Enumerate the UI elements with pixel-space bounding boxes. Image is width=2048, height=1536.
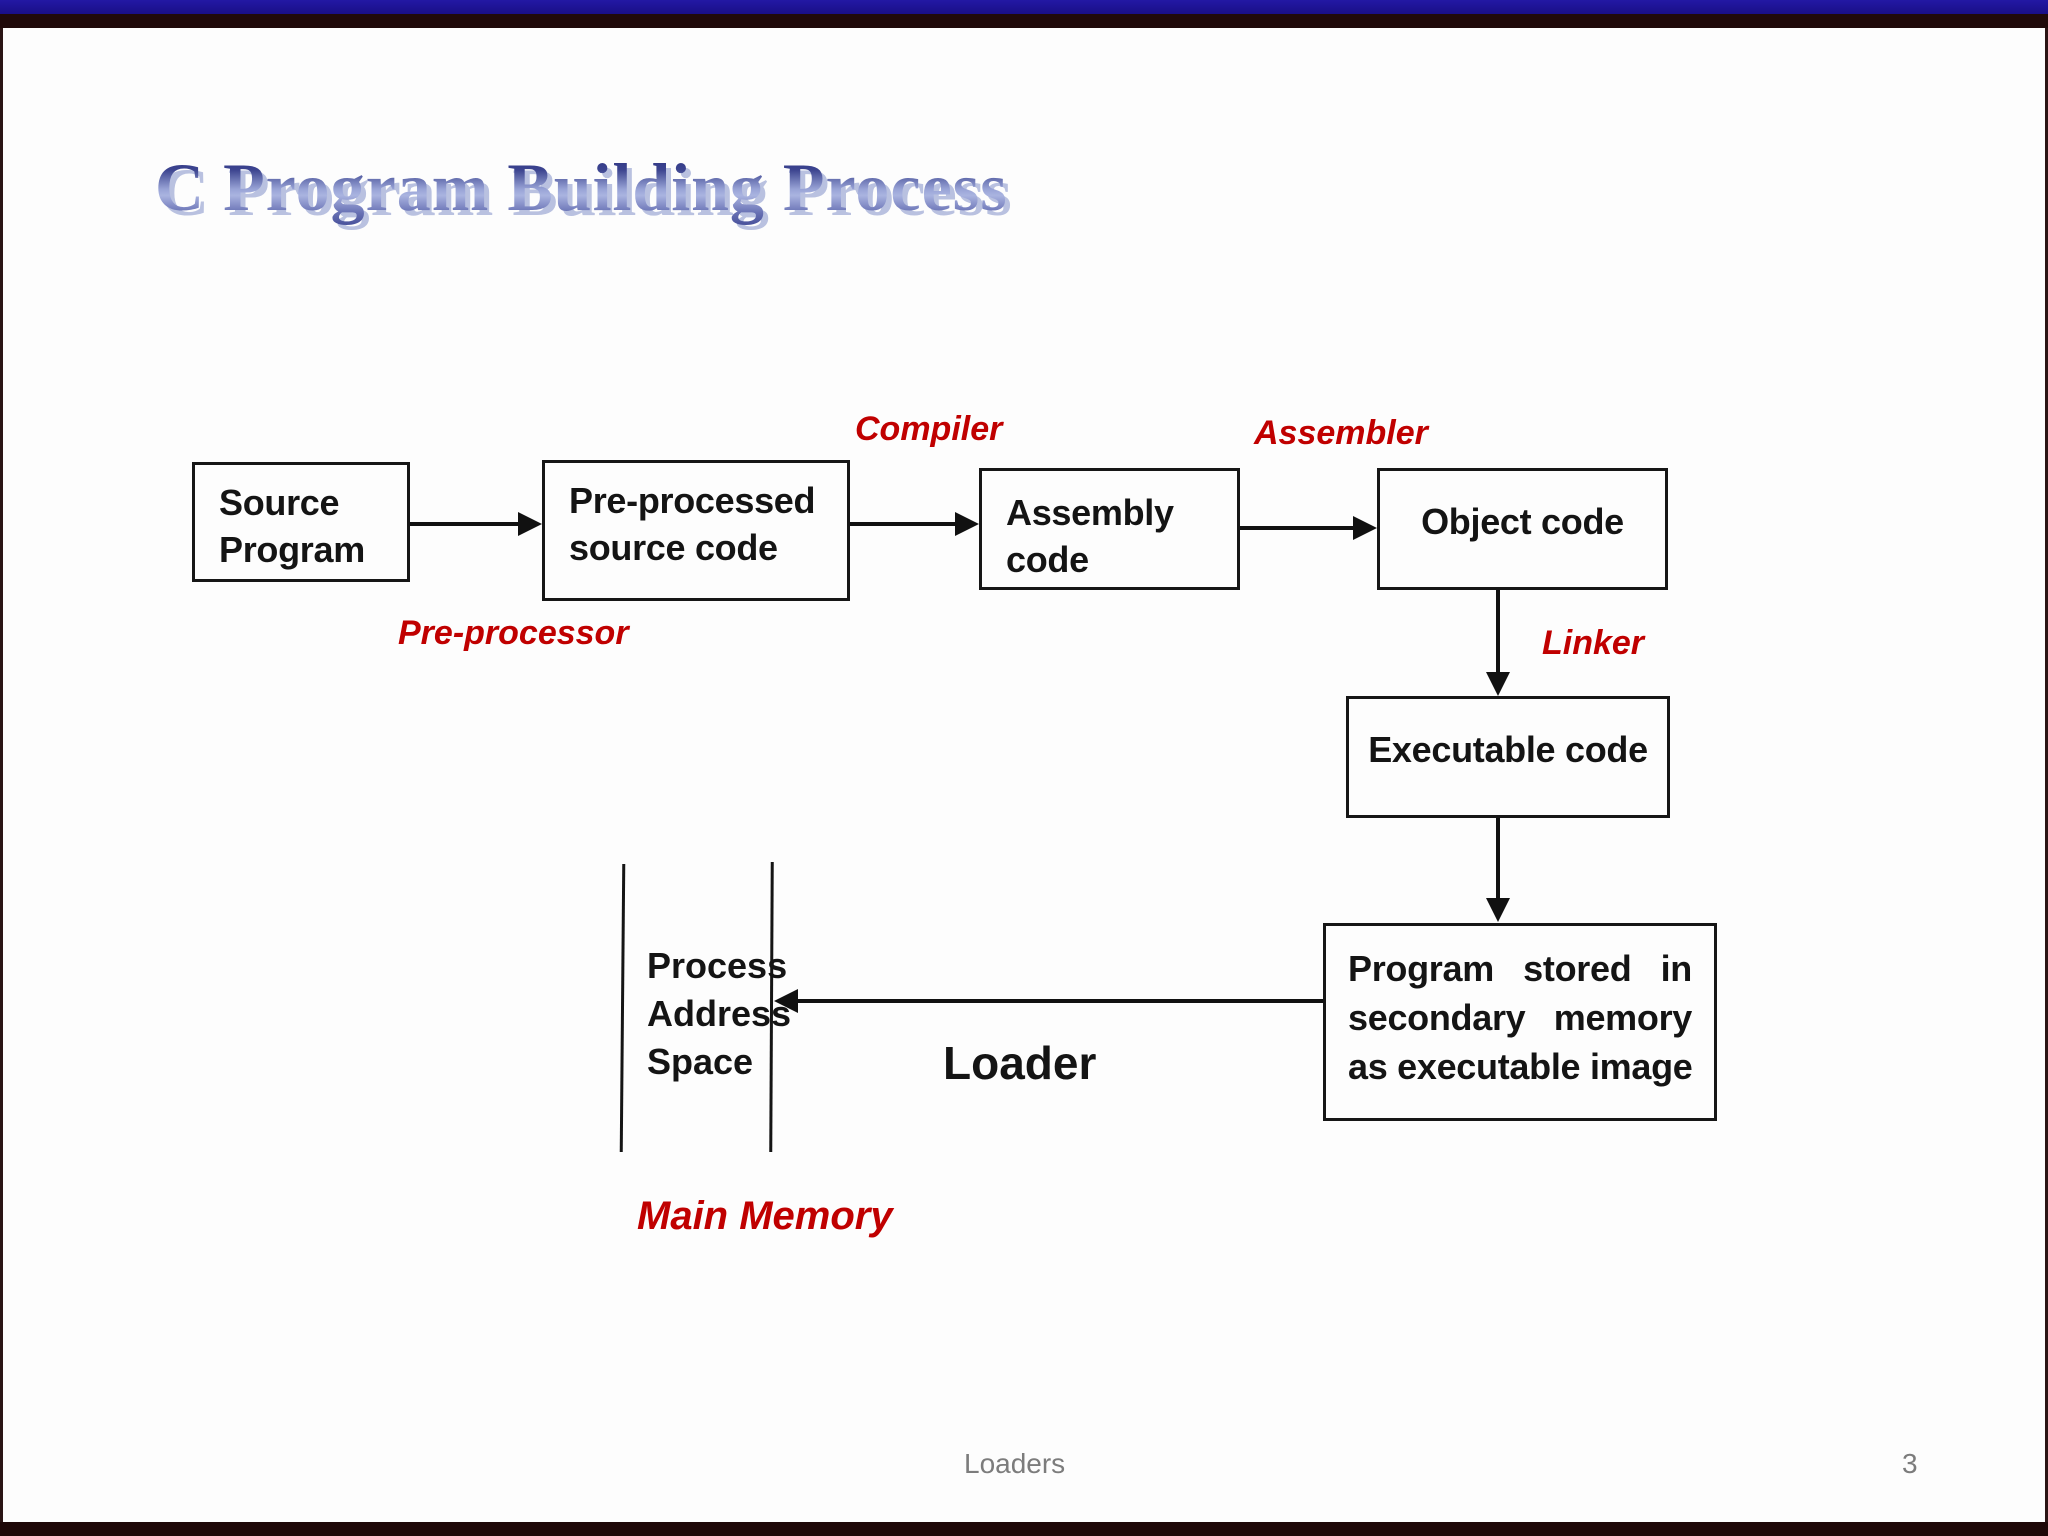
pas-line3: Space bbox=[647, 1041, 754, 1082]
arrow-executable-to-stored-line bbox=[1496, 818, 1500, 900]
arrow-stored-to-memory-head bbox=[774, 989, 798, 1013]
label-process-address-space: Process Address Space bbox=[647, 942, 791, 1086]
arrow-executable-to-stored-head bbox=[1486, 898, 1510, 922]
page-title-text: C Program Building Process bbox=[155, 149, 1008, 225]
word-secondary: secondary bbox=[1348, 997, 1526, 1038]
word-memory: memory bbox=[1553, 997, 1693, 1038]
box-assembly-line2: code bbox=[1006, 539, 1089, 580]
pas-line2: Address bbox=[647, 993, 792, 1034]
arrow-object-to-executable-head bbox=[1486, 672, 1510, 696]
box-executable-code: Executable code bbox=[1346, 696, 1670, 818]
box-preprocessed-line2: source code bbox=[569, 527, 778, 568]
box-preprocessed-line1: Pre-processed bbox=[569, 480, 816, 521]
top-blue-bar bbox=[0, 0, 2048, 14]
box-program-stored-line1: Program stored in bbox=[1348, 944, 1692, 993]
pas-line1: Process bbox=[647, 945, 788, 986]
box-object-code-label: Object code bbox=[1421, 501, 1624, 542]
box-object-code: Object code bbox=[1377, 468, 1668, 590]
label-compiler: Compiler bbox=[855, 410, 1003, 448]
box-executable-code-label: Executable code bbox=[1368, 729, 1648, 770]
arrow-preprocessed-to-assembly-head bbox=[955, 512, 979, 536]
arrow-source-to-preprocessed-line bbox=[410, 522, 522, 526]
footer-page-number: 3 bbox=[1902, 1448, 1918, 1479]
arrow-preprocessed-to-assembly-line bbox=[850, 522, 958, 526]
left-frame-border bbox=[0, 28, 3, 1522]
arrow-assembly-to-object-line bbox=[1240, 526, 1355, 530]
box-assembly-line1: Assembly bbox=[1006, 492, 1174, 533]
arrow-assembly-to-object-head bbox=[1353, 516, 1377, 540]
word-program: Program bbox=[1348, 948, 1494, 989]
label-preprocessor: Pre-processor bbox=[398, 614, 629, 652]
box-source-program-line2: Program bbox=[219, 529, 365, 570]
box-program-stored-line2: secondary memory bbox=[1348, 993, 1692, 1042]
footer-title: Loaders bbox=[964, 1448, 1066, 1479]
arrow-object-to-executable-line bbox=[1496, 590, 1500, 674]
label-main-memory: Main Memory bbox=[637, 1194, 893, 1238]
word-stored: stored bbox=[1523, 948, 1632, 989]
box-program-stored: Program stored in secondary memory as ex… bbox=[1323, 923, 1717, 1121]
label-loader: Loader bbox=[943, 1037, 1097, 1089]
bottom-maroon-bar bbox=[0, 1522, 2048, 1536]
box-assembly-code: Assembly code bbox=[979, 468, 1240, 590]
box-program-stored-line3: as executable image bbox=[1348, 1046, 1693, 1087]
word-in: in bbox=[1660, 948, 1693, 989]
right-frame-border bbox=[2045, 28, 2048, 1522]
label-linker: Linker bbox=[1542, 624, 1645, 662]
main-memory-left-line bbox=[619, 863, 626, 1153]
label-assembler: Assembler bbox=[1254, 414, 1428, 452]
top-maroon-bar bbox=[0, 14, 2048, 28]
box-source-program-line1: Source bbox=[219, 482, 340, 523]
box-source-program: Source Program bbox=[192, 462, 410, 582]
arrow-source-to-preprocessed-head bbox=[518, 512, 542, 536]
arrow-stored-to-memory-line bbox=[795, 999, 1323, 1003]
box-preprocessed-source-code: Pre-processed source code bbox=[542, 460, 850, 601]
page-title-shadow: C Program Building Process bbox=[160, 153, 1013, 232]
